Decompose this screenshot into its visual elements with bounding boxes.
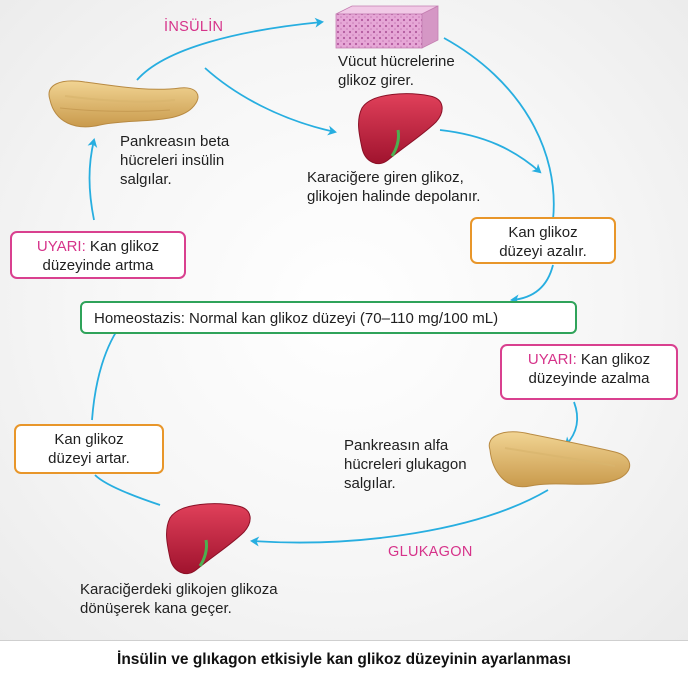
arrow-to-homeostasis-right	[510, 264, 554, 305]
warning-line: Kan glikoz	[576, 351, 651, 368]
pancreas-beta-line: Pankreasın beta	[120, 133, 230, 150]
pancreas-icon	[48, 80, 199, 128]
arrow-to-decrease-box	[439, 129, 542, 174]
body-cells-line: glikoz girer.	[338, 72, 414, 89]
pancreas-beta-line: salgılar.	[120, 171, 172, 188]
box-line: düzeyi azalır.	[499, 243, 587, 260]
warning-line: düzeyinde artma	[42, 257, 154, 274]
body-cells-text: Vücut hücrelerine glikoz girer.	[338, 52, 455, 90]
diagram-stage: İNSÜLİN GLUKAGON Vücut hücrelerine gliko…	[0, 0, 688, 640]
pancreas-alfa-line: salgılar.	[344, 475, 396, 492]
box-line: Kan glikoz	[54, 431, 124, 448]
glucose-increases-box: Kan glikoz düzeyi artar.	[14, 424, 164, 474]
liver-store-text: Karaciğere giren glikoz, glikojen halind…	[307, 168, 480, 206]
box-line: Kan glikoz	[508, 224, 578, 241]
arrow-right-descend	[443, 37, 555, 221]
liver-store-line: Karaciğere giren glikoz,	[307, 169, 464, 186]
figure-caption: İnsülin ve glıkagon etkisiyle kan glikoz…	[0, 640, 688, 678]
liver-release-line: Karaciğerdeki glikojen glikoza	[80, 581, 278, 598]
arrow-to-liver-store	[204, 67, 337, 136]
warning-decrease-box: UYARI: Kan glikoz düzeyinde azalma	[500, 344, 678, 400]
pancreas-beta-text: Pankreasın beta hücreleri insülin salgıl…	[120, 132, 229, 189]
pancreas-alfa-line: hücreleri glukagon	[344, 456, 467, 473]
arrow-to-pancreas-beta	[87, 138, 98, 221]
homeostasis-text: Homeostazis: Normal kan glikoz düzeyi (7…	[94, 310, 499, 327]
arrow-to-homeostasis-left	[91, 320, 125, 421]
warning-increase-box: UYARI: Kan glikoz düzeyinde artma	[10, 231, 186, 279]
arrow-left-ascend	[94, 474, 161, 506]
flow-arrows	[48, 5, 630, 574]
glucagon-label: GLUKAGON	[388, 544, 473, 560]
pancreas-icon	[488, 431, 630, 488]
pancreas-alfa-line: Pankreasın alfa	[344, 437, 449, 454]
warning-prefix: UYARI:	[36, 238, 86, 255]
box-line: düzeyi artar.	[48, 450, 130, 467]
liver-release-text: Karaciğerdeki glikojen glikoza dönüşerek…	[80, 580, 278, 618]
liver-store-line: glikojen halinde depolanır.	[307, 188, 481, 205]
arrow-to-liver-release	[250, 489, 549, 547]
liver-icon	[358, 93, 443, 164]
warning-prefix: UYARI:	[527, 351, 577, 368]
liver-icon	[166, 503, 251, 574]
warning-line: Kan glikoz	[85, 238, 160, 255]
homeostasis-box: Homeostazis: Normal kan glikoz düzeyi (7…	[80, 301, 577, 334]
arrow-to-pancreas-alfa	[564, 401, 579, 447]
liver-release-line: dönüşerek kana geçer.	[80, 600, 232, 617]
body-cells-line: Vücut hücrelerine	[338, 53, 455, 70]
warning-line: düzeyinde azalma	[528, 370, 650, 387]
insulin-label: İNSÜLİN	[164, 19, 224, 35]
pancreas-alfa-text: Pankreasın alfa hücreleri glukagon salgı…	[344, 436, 467, 493]
pancreas-beta-line: hücreleri insülin	[120, 152, 225, 169]
cell-tissue-icon	[335, 5, 439, 49]
arrow-to-body-cells	[136, 17, 324, 81]
glucose-decreases-box: Kan glikoz düzeyi azalır.	[470, 217, 616, 264]
